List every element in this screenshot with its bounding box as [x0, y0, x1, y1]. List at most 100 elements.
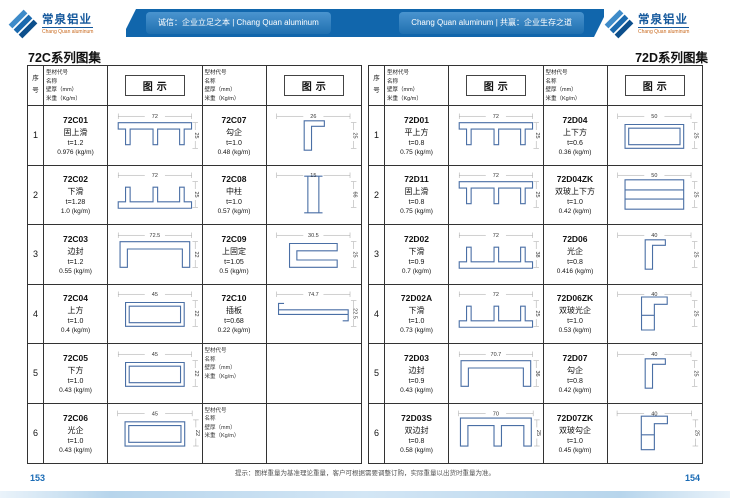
profile-name: 勾企	[567, 365, 583, 375]
profile-code: 72D03	[403, 352, 430, 363]
meter-weight: 0.75 (kg/m)	[400, 208, 433, 216]
profile-drawing: 45 22	[108, 284, 203, 344]
profile-drawing: 70 25	[449, 403, 544, 463]
profile-drawing: 45 22	[108, 403, 203, 463]
series-title-72d: 72D系列图集	[635, 51, 708, 65]
profile-info: 72D01 平上方 t=0.8 0.75 (kg/m)	[385, 106, 449, 166]
meter-weight: 0.976 (kg/m)	[57, 148, 94, 156]
profile-info: 72D02A 下滑 t=1.0 0.73 (kg/m)	[385, 284, 449, 344]
profile-name: 插板	[226, 306, 242, 316]
profile-cross-section: 70.7 36	[458, 351, 540, 387]
row-number: 5	[369, 344, 385, 404]
profile-info: 72C06 光企 t=1.0 0.43 (kg/m)	[44, 403, 108, 463]
profile-code: 72C03	[62, 233, 89, 244]
height-dimension-label: 25	[534, 192, 540, 198]
height-dimension-label: 38	[534, 251, 540, 257]
meter-weight: 0.48 (kg/m)	[217, 148, 251, 156]
profile-info: 72C05 下方 t=1.0 0.43 (kg/m)	[44, 344, 108, 404]
profile-name: 下方	[67, 365, 84, 375]
profile-name: 双边封	[404, 425, 429, 435]
wall-thickness: t=1.0	[408, 318, 425, 326]
profile-info: 72D03S 双边封 t=0.8 0.58 (kg/m)	[385, 403, 449, 463]
profile-info: 72D11 固上滑 t=0.8 0.75 (kg/m)	[385, 165, 449, 225]
profile-drawing: 40 25	[607, 225, 702, 285]
dimension-lines	[117, 113, 198, 149]
width-dimension-label: 72.5	[149, 233, 160, 239]
meter-weight: 0.75 (kg/m)	[400, 148, 433, 156]
meter-weight: 0.42 (kg/m)	[558, 386, 592, 394]
profile-name: 双玻光企	[559, 306, 591, 316]
width-dimension-label: 70.7	[490, 352, 501, 358]
meter-weight: 0.4 (kg/m)	[60, 327, 91, 335]
height-dimension-label: 25	[535, 430, 541, 436]
brand-subtitle: Chang Quan aluminum	[42, 26, 94, 35]
height-dimension-label: 22	[193, 311, 199, 317]
profile-cross-section: 74.7 22.5	[276, 291, 358, 327]
height-dimension-label: 25	[693, 192, 699, 198]
height-dimension-label: 25	[352, 251, 358, 257]
row-number: 2	[28, 165, 44, 225]
profile-cross-section: 40 25	[617, 232, 699, 270]
height-dimension-label: 25	[534, 311, 540, 317]
width-dimension-label: 40	[652, 233, 658, 239]
width-dimension-label: 45	[152, 352, 158, 358]
brand-text: 常泉铝业 Chang Quan aluminum	[638, 14, 690, 35]
width-dimension-label: 40	[652, 352, 658, 358]
dimension-lines	[117, 351, 198, 387]
wall-thickness: t=0.6	[567, 139, 583, 147]
profile-name: 中柱	[226, 187, 242, 197]
profile-drawing: 50 25	[607, 106, 702, 166]
profile-drawing: 72 25	[449, 106, 544, 166]
height-dimension-label: 22.5	[352, 308, 358, 319]
profile-drawing: 40 25	[607, 344, 702, 404]
profile-name: 光企	[567, 246, 583, 256]
wall-thickness: t=1.0	[567, 199, 583, 207]
profile-drawing: 72.5 22	[108, 225, 203, 285]
height-dimension-label: 36	[534, 370, 540, 376]
illustration-label: 图示	[465, 75, 526, 96]
profile-drawing: 26 25	[266, 106, 361, 166]
width-dimension-label: 15	[311, 173, 317, 179]
profile-cross-section: 72 25	[458, 113, 540, 149]
row-number: 1	[28, 106, 44, 166]
profile-code: 72C04	[62, 293, 89, 304]
profile-drawing: 40 25	[608, 404, 703, 464]
dimension-lines	[617, 291, 698, 327]
profile-cross-section: 72 25	[117, 172, 199, 210]
dimension-lines	[276, 113, 357, 149]
profile-cross-section: 40 25	[617, 351, 699, 389]
dimension-lines	[276, 291, 357, 327]
illustration-label: 图示	[624, 75, 685, 96]
profile-drawing: 74.7 22.5	[266, 285, 361, 344]
meter-weight: 0.43 (kg/m)	[59, 386, 92, 394]
profile-cross-section: 72 25	[458, 291, 540, 329]
slogan-right: Chang Quan aluminum | 共赢：企业生存之道	[399, 12, 584, 34]
height-dimension-label: 25	[693, 311, 699, 317]
dimension-lines	[458, 113, 539, 149]
profile-name: 固上滑	[404, 187, 429, 197]
profile-drawing: 50 25	[607, 166, 702, 225]
profile-code: 72D11	[404, 174, 429, 185]
profile-info: 72D03 边封 t=0.9 0.43 (kg/m)	[385, 344, 449, 404]
profile-info: 72C10 插板 t=0.68 0.22 (kg/m)	[202, 284, 267, 344]
profile-cross-section: 45 22	[117, 410, 200, 447]
page-number-right: 154	[684, 473, 700, 483]
profile-info: 72D07 勾企 t=0.8 0.42 (kg/m)	[543, 344, 608, 404]
height-dimension-label: 25	[193, 132, 199, 138]
profile-code: 72C07	[221, 114, 247, 125]
row-number: 2	[369, 165, 385, 225]
profile-info: 72C08 中柱 t=1.0 0.57 (kg/m)	[202, 165, 267, 225]
wall-thickness: t=1.0	[226, 199, 242, 207]
profile-code: 72D04ZK	[556, 174, 594, 185]
profile-code: 72C05	[62, 352, 89, 363]
profile-cross-section: 40 25	[617, 410, 700, 451]
row-number: 5	[28, 344, 44, 404]
meter-weight: 0.57 (kg/m)	[217, 208, 251, 216]
profile-info: 72D04 上下方 t=0.6 0.36 (kg/m)	[543, 106, 608, 166]
dimension-lines	[117, 232, 198, 268]
profile-drawing: 72 38	[449, 225, 544, 285]
brand-subtitle: Chang Quan aluminum	[638, 26, 690, 35]
illustration-label: 图示	[283, 75, 344, 96]
profile-info: 72D04ZK 双玻上下方 t=1.0 0.42 (kg/m)	[543, 165, 608, 225]
wall-thickness: t=1.0	[67, 377, 84, 385]
